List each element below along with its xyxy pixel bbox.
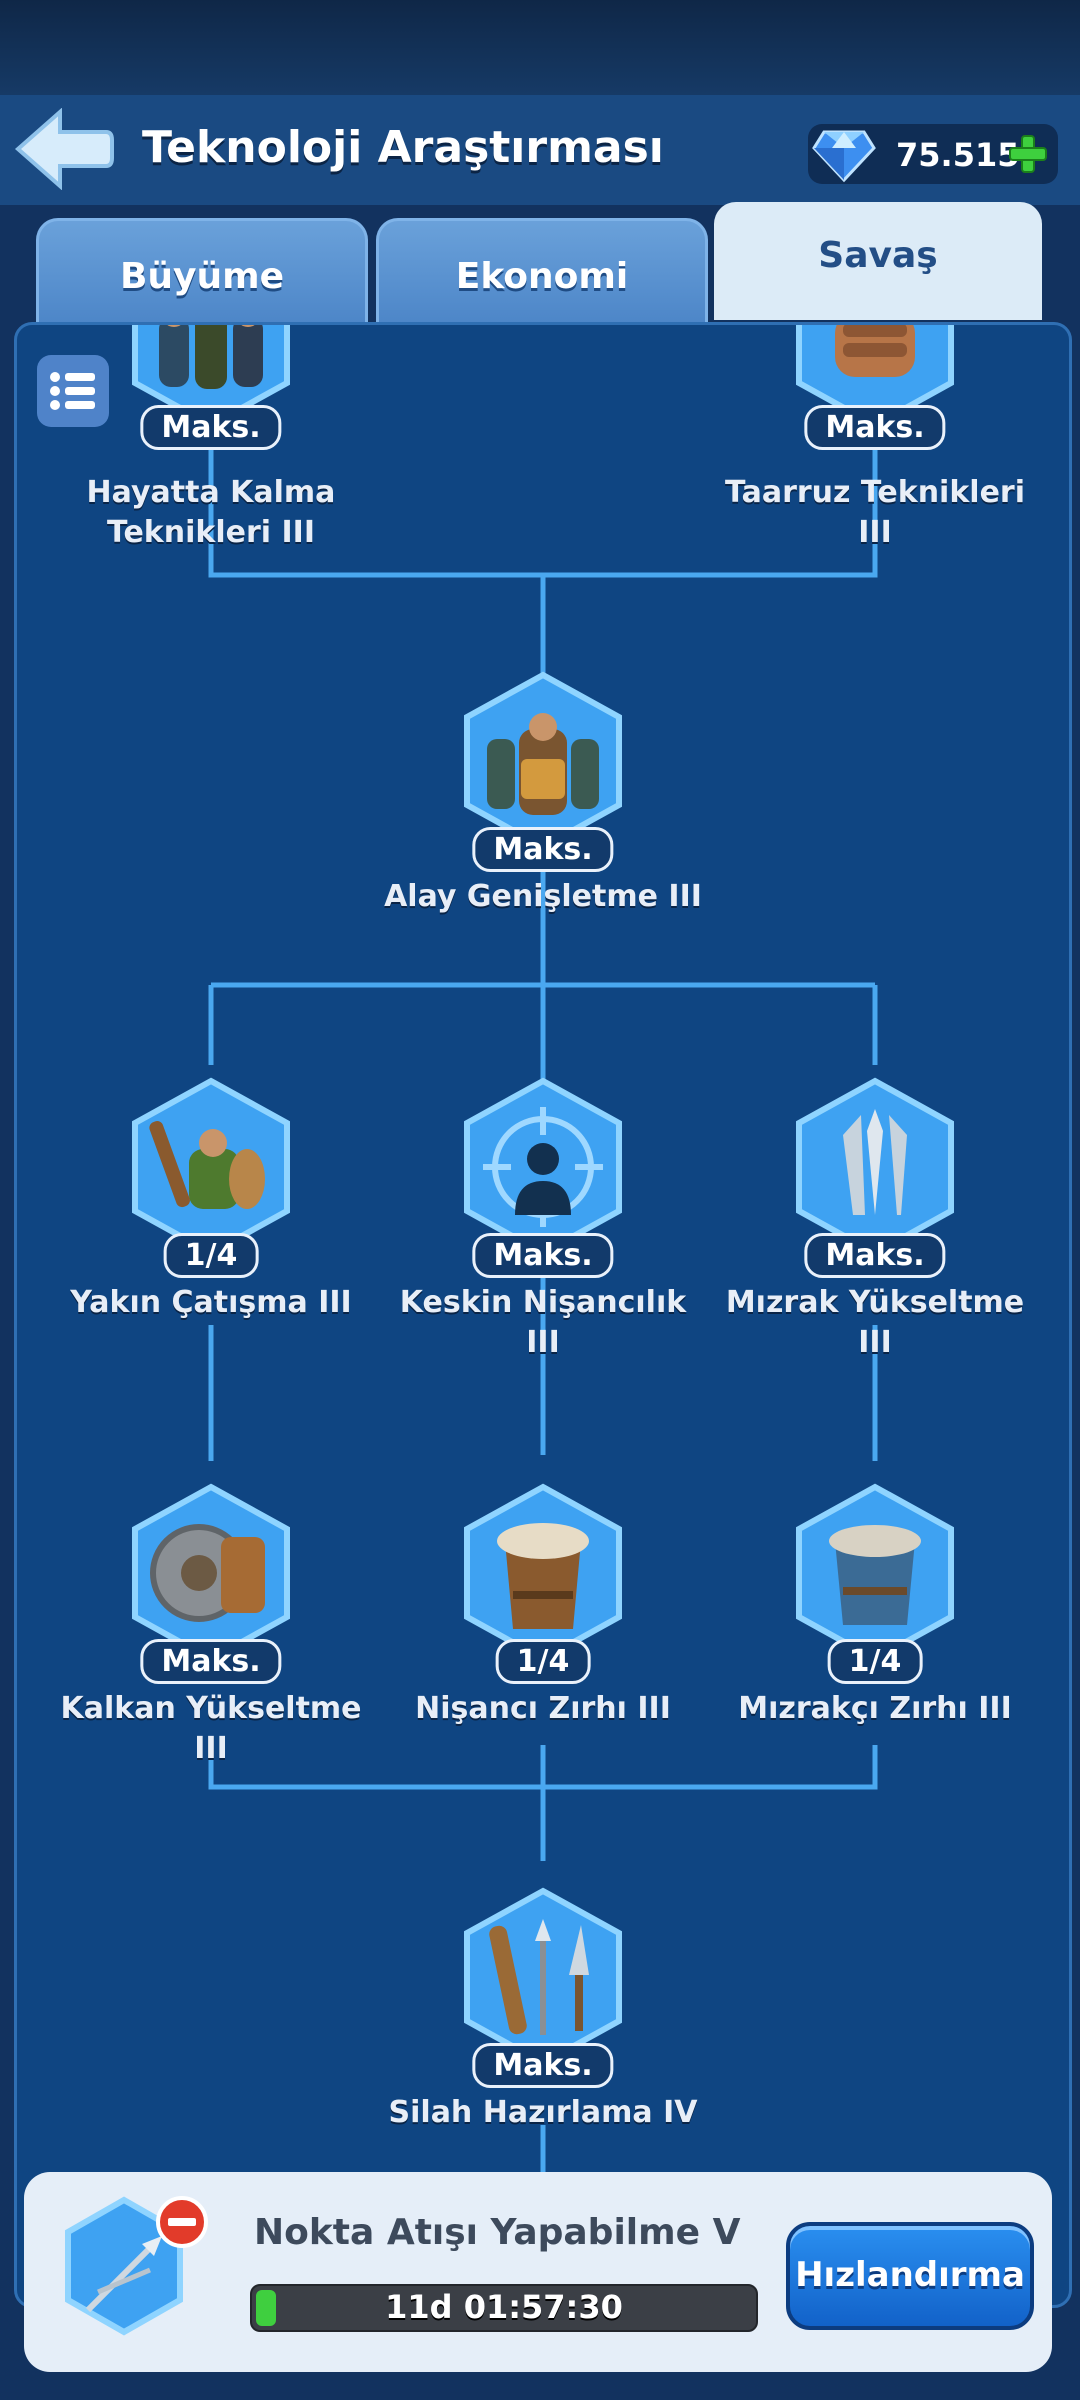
weapons-icon [481,1915,605,2039]
tech-label-mizrakci-zirhi: Mızrakçı Zırhı III [738,1691,1012,1726]
tech-node-mizrakci-zirhi[interactable]: 1/4 [785,1483,965,1684]
level-badge: Maks. [140,1639,282,1684]
melee-icon [149,1105,273,1229]
tech-node-nisanci-zirhi[interactable]: 1/4 [453,1483,633,1684]
tech-node-hayatta-kalma[interactable]: Maks. [121,325,301,450]
research-timer: 11d 01:57:30 [385,2288,623,2326]
level-badge: Maks. [804,1233,946,1278]
level-badge: Maks. [804,405,946,450]
leather-armor-icon [481,1511,605,1635]
spear-tips-icon [813,1105,937,1229]
level-badge: 1/4 [827,1639,923,1684]
gem-counter: 75.515 [808,124,1058,184]
level-badge: Maks. [472,1233,614,1278]
tech-label-alay: Alay Genişletme III [384,879,702,914]
tab-buyume[interactable]: Büyüme [36,218,368,323]
back-arrow-icon[interactable] [14,107,114,191]
tab-ekonomi[interactable]: Ekonomi [376,218,708,323]
speed-up-button[interactable]: Hızlandırma [786,2222,1034,2330]
level-badge: Maks. [472,2043,614,2088]
tech-node-yakin[interactable]: 1/4 [121,1077,301,1278]
list-menu-icon[interactable] [37,355,109,427]
tech-label-yakin: Yakın Çatışma III [70,1285,352,1320]
plus-icon[interactable] [1006,132,1050,176]
soldiers-icon [149,325,273,401]
diamond-icon [812,122,876,184]
tech-node-taarruz[interactable]: Maks. [785,325,965,450]
tech-label-keskin: Keskin Nişancılık III [399,1285,687,1360]
crosshair-icon [481,1105,605,1229]
page-title: Teknoloji Araştırması [142,122,664,173]
tech-label-silah: Silah Hazırlama IV [388,2095,698,2130]
regiment-icon [481,699,605,823]
fist-icon [813,325,937,401]
research-progress-bar: 11d 01:57:30 [250,2284,758,2332]
chest-armor-icon [813,1511,937,1635]
tech-node-alay[interactable]: Maks. [453,671,633,872]
level-badge: Maks. [472,827,614,872]
tech-node-kalkan[interactable]: Maks. [121,1483,301,1684]
tech-node-silah[interactable]: Maks. [453,1887,633,2088]
progress-fill [256,2290,276,2326]
tech-node-mizrak[interactable]: Maks. [785,1077,965,1278]
research-name: Nokta Atışı Yapabilme V [254,2212,741,2253]
tab-savas[interactable]: Savaş [714,202,1042,320]
active-research-card[interactable]: Nokta Atışı Yapabilme V 11d 01:57:30 Hız… [24,2172,1052,2372]
shield-icon [149,1511,273,1635]
level-badge: 1/4 [495,1639,591,1684]
level-badge: 1/4 [163,1233,259,1278]
gem-count: 75.515 [896,136,1020,174]
tech-node-keskin[interactable]: Maks. [453,1077,633,1278]
tech-label-nisanci-zirhi: Nişancı Zırhı III [415,1691,671,1726]
level-badge: Maks. [140,405,282,450]
status-bar [0,0,1080,95]
arrow-research-icon [54,2192,224,2362]
